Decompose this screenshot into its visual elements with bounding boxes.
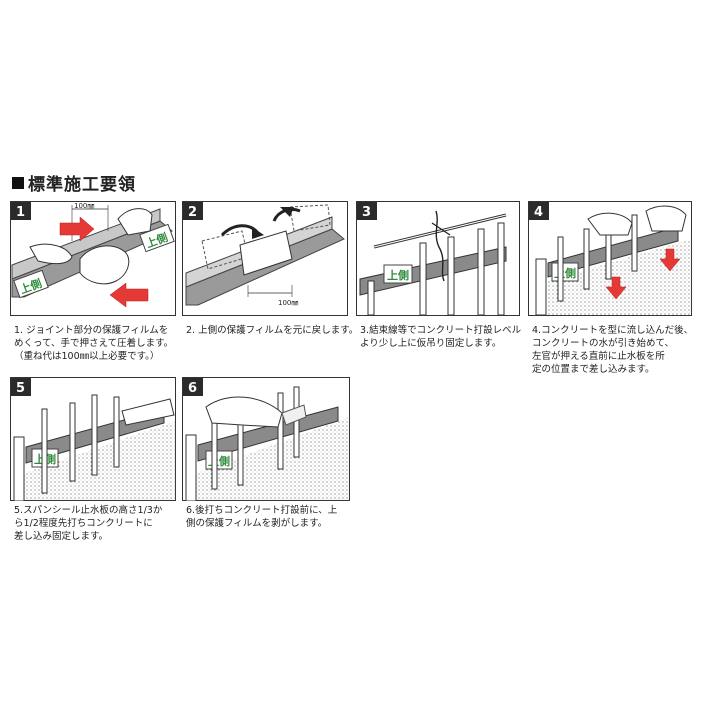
caption-line: （重ね代は100㎜以上必要です。） (14, 350, 173, 363)
caption-line: 2. 上側の保護フィルムを元に戻します。 (186, 324, 358, 337)
title-square-icon (12, 177, 24, 189)
step-3-illustration: 3 上側 (356, 201, 520, 316)
caption-line: より少し上に仮吊り固定します。 (360, 337, 521, 350)
step-6-illustration: 6 上側 (182, 377, 350, 501)
step-5-number: 5 (16, 381, 25, 396)
step-1-illustration: 1 上側 上側 100㎜ (10, 201, 176, 316)
step-3-side-label: 上側 (387, 268, 409, 282)
step-1-number: 1 (16, 205, 25, 220)
step-5-caption: 5.スパンシール止水板の高さ1/3か ら1/2程度先打ちコンクリートに 差し込み… (14, 504, 162, 543)
caption-line: 定の位置まで差し込みます。 (532, 363, 693, 376)
caption-line: 6.後打ちコンクリート打設前に、上 (186, 504, 337, 517)
caption-line: ら1/2程度先打ちコンクリートに (14, 517, 162, 530)
caption-line: コンクリートの水が引き始めて、 (532, 337, 693, 350)
step-4-number: 4 (534, 205, 543, 220)
step-2-panel: 2 100㎜ (182, 201, 348, 316)
step-5-panel: 5 上側 (10, 377, 176, 501)
caption-line: 4.コンクリートを型に流し込んだ後、 (532, 324, 693, 337)
caption-line: めくって、手で押さえて圧着します。 (14, 337, 173, 350)
step-6-side-label: 上側 (208, 454, 230, 468)
step-3-panel: 3 上側 (356, 201, 520, 316)
step-3-number: 3 (362, 205, 371, 220)
step-6-caption: 6.後打ちコンクリート打設前に、上 側の保護フィルムを剥がします。 (186, 504, 337, 530)
caption-line: 5.スパンシール止水板の高さ1/3か (14, 504, 162, 517)
step-6-number: 6 (188, 381, 197, 396)
step-4-caption: 4.コンクリートを型に流し込んだ後、 コンクリートの水が引き始めて、 左官が押え… (532, 324, 693, 376)
step-5-illustration: 5 上側 (10, 377, 176, 501)
step-1-caption: 1. ジョイント部分の保護フィルムを めくって、手で押さえて圧着します。 （重ね… (14, 324, 173, 363)
caption-line: 差し込み固定します。 (14, 530, 162, 543)
caption-line: 3.結束線等でコンクリート打設レベル (360, 324, 521, 337)
step-4-illustration: 4 上側 (528, 201, 692, 316)
step-3-caption: 3.結束線等でコンクリート打設レベル より少し上に仮吊り固定します。 (360, 324, 521, 350)
step-2-caption: 2. 上側の保護フィルムを元に戻します。 (186, 324, 358, 337)
caption-line: 1. ジョイント部分の保護フィルムを (14, 324, 173, 337)
page-title: 標準施工要領 (12, 170, 136, 195)
caption-line: 側の保護フィルムを剥がします。 (186, 517, 337, 530)
step-2-dimension: 100㎜ (278, 299, 298, 307)
step-1-panel: 1 上側 上側 100㎜ (10, 201, 176, 316)
step-2-number: 2 (188, 205, 197, 220)
page-title-text: 標準施工要領 (28, 170, 136, 195)
caption-line: 左官が押える直前に止水板を所 (532, 350, 693, 363)
step-6-panel: 6 上側 (182, 377, 350, 501)
step-4-side-label: 上側 (554, 266, 576, 280)
step-4-panel: 4 上側 (528, 201, 692, 316)
step-2-illustration: 2 100㎜ (182, 201, 348, 316)
step-1-dimension: 100㎜ (74, 202, 94, 210)
